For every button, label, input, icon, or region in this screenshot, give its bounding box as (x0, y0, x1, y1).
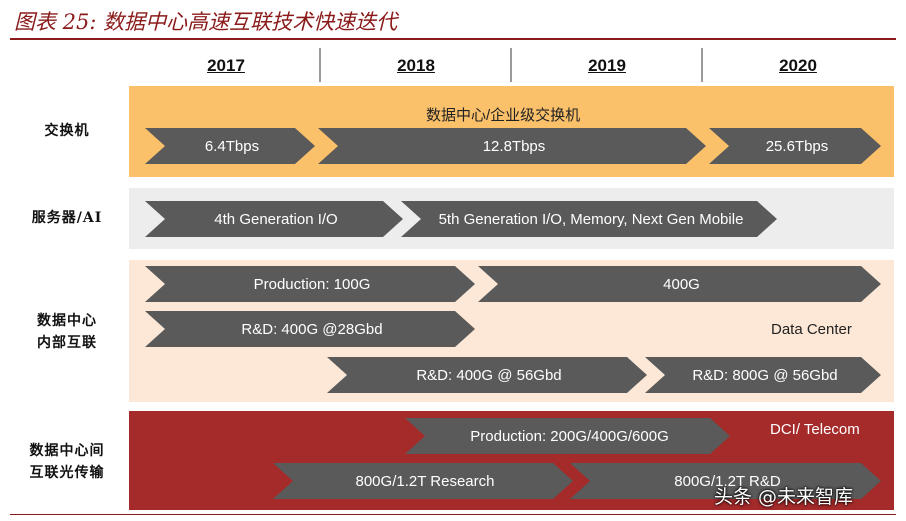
bottom-rule (10, 514, 896, 515)
figure-title: 图表 25: 数据中心高速互联技术快速迭代 (14, 10, 398, 34)
year-2017: 2017 (207, 56, 245, 75)
year-2019: 2019 (588, 56, 626, 75)
row-label-dc-line2: 内部互联 (37, 335, 97, 351)
arrow-switch-25-6tbps: 25.6Tbps (709, 128, 881, 164)
band-caption-dci: DCI/ Telecom (770, 421, 860, 438)
arrow-dci-rd: 800G/1.2T R&D (570, 463, 881, 499)
row-label-dci-line1: 数据中心间 (29, 443, 105, 459)
arrow-server-4th-gen: 4th Generation I/O (145, 201, 403, 237)
year-divider (510, 48, 512, 82)
arrow-dci-production: Production: 200G/400G/600G (405, 418, 730, 454)
title-rule (10, 38, 896, 40)
arrow-switch-12-8tbps: 12.8Tbps (318, 128, 706, 164)
arrow-dc-production-100g: Production: 100G (145, 266, 475, 302)
band-caption-dc: Data Center (771, 321, 852, 338)
row-label-dci-line2: 互联光传输 (29, 465, 105, 481)
watermark: 头条 @未来智库 (714, 485, 854, 508)
year-2020: 2020 (779, 56, 817, 75)
arrow-dc-400g: 400G (478, 266, 881, 302)
arrow-dc-rd-800g-56gbd: R&D: 800G @ 56Gbd (645, 357, 881, 393)
arrow-switch-6-4tbps: 6.4Tbps (145, 128, 315, 164)
arrow-server-5th-gen: 5th Generation I/O, Memory, Next Gen Mob… (401, 201, 777, 237)
row-label-switch: 交换机 (44, 123, 90, 139)
row-label-dc-line1: 数据中心 (37, 313, 97, 329)
year-divider (319, 48, 321, 82)
row-label-dc: 数据中心 内部互联 (10, 310, 124, 354)
year-2018: 2018 (397, 56, 435, 75)
arrow-dci-research: 800G/1.2T Research (273, 463, 573, 499)
arrow-dc-rd-400g-28gbd: R&D: 400G @28Gbd (145, 311, 475, 347)
row-label-server: 服务器/AI (31, 210, 103, 226)
year-divider (701, 48, 703, 82)
row-label-dci: 数据中心间 互联光传输 (10, 440, 124, 484)
band-caption-switch: 数据中心/企业级交换机 (426, 107, 581, 124)
arrow-dc-rd-400g-56gbd: R&D: 400G @ 56Gbd (327, 357, 647, 393)
